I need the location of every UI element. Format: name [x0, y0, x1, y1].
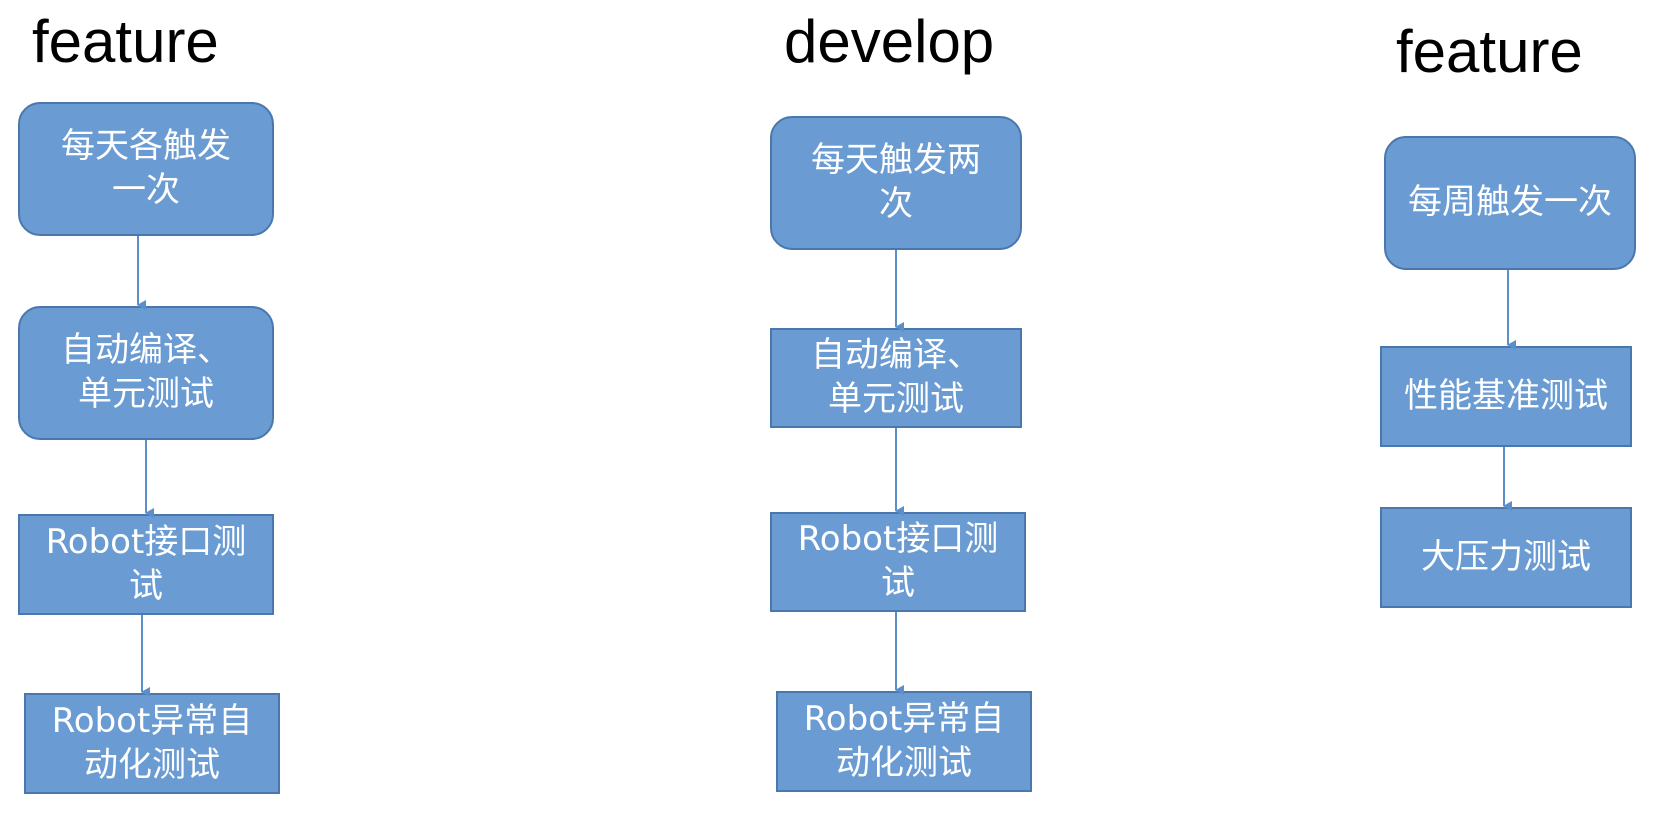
- box-label: 大压力测试: [1421, 536, 1591, 577]
- box-label: Robot接口测试: [45, 521, 247, 606]
- box-label: 每天各触发一次: [61, 126, 231, 210]
- robot-exception-test-box: Robot异常自动化测试: [776, 691, 1032, 792]
- box-label: Robot异常自动化测试: [51, 700, 253, 785]
- box-label: Robot异常自动化测试: [803, 698, 1005, 783]
- box-label: 自动编译、单元测试: [811, 335, 981, 419]
- box-label: 性能基准测试: [1404, 375, 1608, 416]
- column-title-feature-daily: feature: [32, 8, 219, 75]
- box-label: 每天触发两次: [811, 140, 981, 224]
- compile-unit-test-box: 自动编译、单元测试: [770, 328, 1022, 428]
- trigger-twice-daily-box: 每天触发两次: [770, 116, 1022, 250]
- robot-interface-test-box: Robot接口测试: [770, 512, 1026, 612]
- column-title-feature-weekly: feature: [1396, 18, 1583, 85]
- performance-benchmark-test-box: 性能基准测试: [1380, 346, 1632, 447]
- stress-test-box: 大压力测试: [1380, 507, 1632, 608]
- trigger-daily-each-box: 每天各触发一次: [18, 102, 274, 236]
- box-label: 每周触发一次: [1408, 182, 1612, 222]
- column-title-develop: develop: [784, 8, 995, 75]
- robot-exception-test-box: Robot异常自动化测试: [24, 693, 280, 794]
- box-label: Robot接口测试: [797, 519, 999, 603]
- box-label: 自动编译、单元测试: [61, 330, 231, 414]
- robot-interface-test-box: Robot接口测试: [18, 514, 274, 615]
- trigger-weekly-box: 每周触发一次: [1384, 136, 1636, 270]
- compile-unit-test-box: 自动编译、单元测试: [18, 306, 274, 440]
